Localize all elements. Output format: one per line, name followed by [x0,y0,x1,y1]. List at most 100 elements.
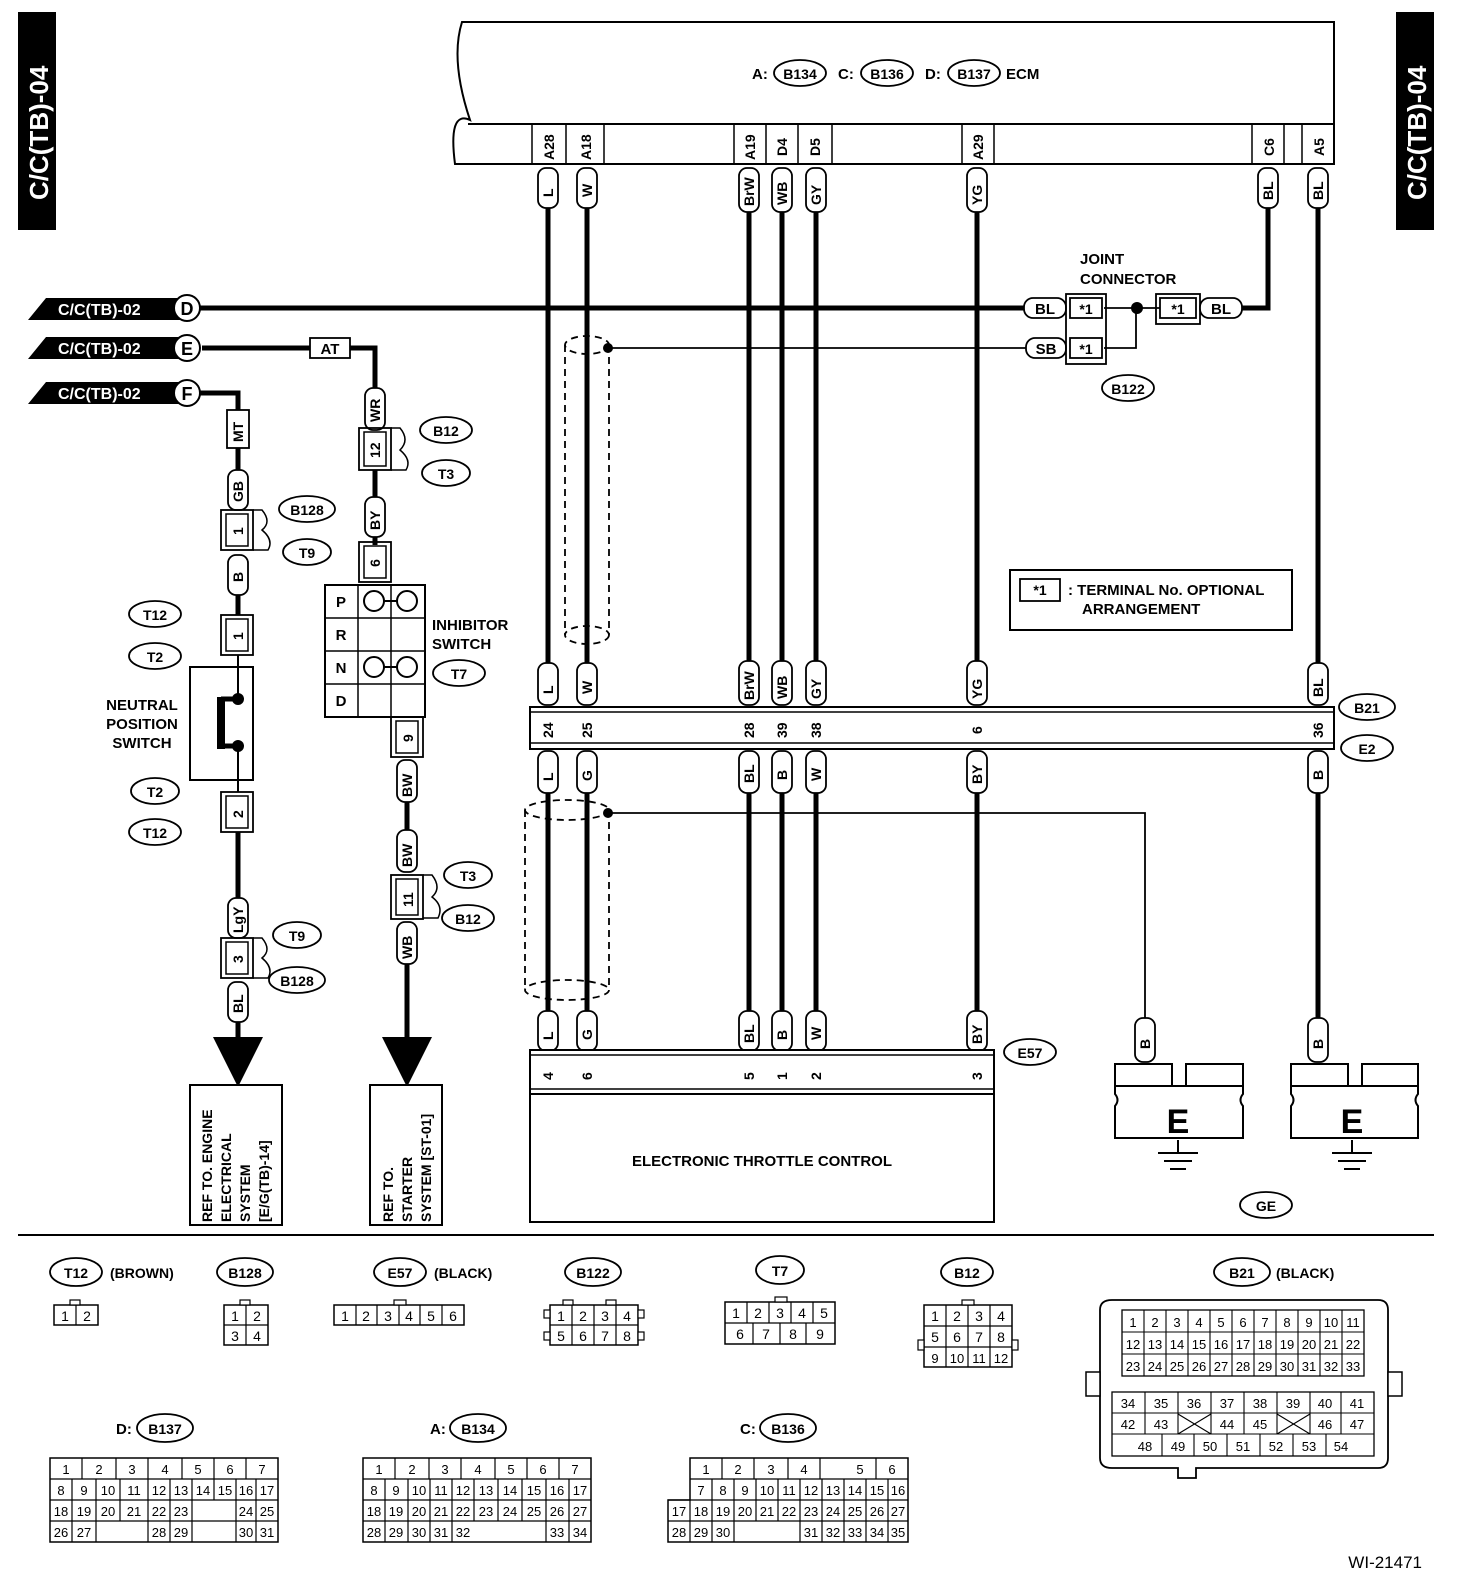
b21-pin: 6 [969,726,985,734]
b21-conn-id: B21 [1229,1265,1255,1281]
svg-text:17: 17 [573,1483,587,1498]
t9-callout-2: T9 [289,928,306,944]
svg-text:2: 2 [408,1462,415,1477]
svg-text:23: 23 [479,1504,493,1519]
etc-pin: 1 [774,1072,790,1080]
ecm-pin-label: D4 [774,138,790,156]
svg-text:12: 12 [804,1483,818,1498]
legend-star: *1 [1033,582,1046,598]
svg-text:15: 15 [870,1483,884,1498]
b128-callout-2: B128 [280,973,314,989]
ecm-conn-d: D: [925,66,941,83]
at-branch: AT WR 12 B12 T3 BY 6 [309,337,473,583]
svg-text:10: 10 [412,1483,426,1498]
svg-text:8: 8 [370,1483,377,1498]
b21-pin: 36 [1310,722,1326,738]
wire-color: L [540,685,556,694]
svg-text:47: 47 [1350,1417,1364,1432]
wire-color: BY [969,764,985,784]
etc-wire-color: BY [969,1024,985,1044]
svg-text:6: 6 [953,1329,961,1345]
svg-text:12: 12 [456,1483,470,1498]
svg-text:44: 44 [1220,1417,1234,1432]
ref-f[interactable]: C/C(TB)-02 F [28,379,201,407]
svg-text:3: 3 [975,1308,983,1324]
svg-text:3: 3 [776,1305,784,1321]
ref-engine-line-4: [E/G(TB)-14] [256,1140,272,1222]
svg-text:12: 12 [1126,1337,1140,1352]
ecm-conn-c: C: [838,66,854,83]
svg-text:13: 13 [1148,1337,1162,1352]
svg-text:33: 33 [848,1525,862,1540]
ref-starter-box[interactable]: REF TO. STARTER SYSTEM [ST-01] [369,1084,443,1226]
svg-text:41: 41 [1350,1396,1364,1411]
svg-text:43: 43 [1154,1417,1168,1432]
svg-text:2: 2 [953,1308,961,1324]
svg-text:28: 28 [1236,1359,1250,1374]
wire-color: W [579,183,595,197]
wire-color: BL [1260,181,1276,200]
ecm-pin-label: A19 [742,134,758,160]
ecm-conn-d-id: B137 [957,66,991,82]
wires [200,205,1321,1087]
svg-text:16: 16 [1214,1337,1228,1352]
legend-line-1: : TERMINAL No. OPTIONAL [1068,582,1264,599]
ref-e[interactable]: C/C(TB)-02 E [28,334,201,362]
svg-text:5: 5 [507,1462,514,1477]
wire-color: BrW [741,670,757,700]
svg-text:25: 25 [848,1504,862,1519]
etc-pin: 4 [540,1072,556,1080]
ref-engine-box[interactable]: REF TO. ENGINE ELECTRICAL SYSTEM [E/G(TB… [189,1084,283,1226]
svg-text:18: 18 [1258,1337,1272,1352]
svg-text:5: 5 [856,1462,863,1477]
neutral-line-1: NEUTRAL [106,697,178,714]
svg-text:38: 38 [1253,1396,1267,1411]
svg-text:8: 8 [719,1483,726,1498]
svg-text:25: 25 [1170,1359,1184,1374]
svg-text:1: 1 [61,1308,69,1324]
ref-d-text: C/C(TB)-02 [58,302,141,319]
svg-text:21: 21 [1324,1337,1338,1352]
terminal-legend: *1 : TERMINAL No. OPTIONAL ARRANGEMENT [1009,569,1293,631]
wire-color: YG [969,679,985,699]
ref-d[interactable]: C/C(TB)-02 D [28,294,201,322]
e2-lower-pills: L G BL B W BY B [537,750,1329,794]
svg-text:7: 7 [601,1328,609,1344]
inhibitor-switch: P R N D INHIBITOR SWITCH T7 [324,584,509,718]
svg-text:29: 29 [174,1525,188,1540]
svg-text:16: 16 [550,1483,564,1498]
svg-text:50: 50 [1203,1439,1217,1454]
svg-text:1: 1 [732,1305,740,1321]
neutral-line-3: SWITCH [112,735,171,752]
svg-text:1: 1 [931,1308,939,1324]
ref-starter-line-1: REF TO. [380,1167,396,1222]
svg-text:11: 11 [1346,1315,1360,1330]
svg-text:46: 46 [1318,1417,1332,1432]
svg-text:21: 21 [434,1504,448,1519]
at-label: AT [321,341,340,358]
inhibitor-row-p: P [336,594,346,611]
svg-text:2: 2 [1151,1315,1158,1330]
svg-text:9: 9 [1305,1315,1312,1330]
svg-text:8: 8 [57,1483,64,1498]
svg-text:22: 22 [782,1504,796,1519]
left-side-tab: C/C(TB)-04 [18,12,56,230]
svg-text:19: 19 [716,1504,730,1519]
svg-text:10: 10 [1324,1315,1338,1330]
svg-text:10: 10 [101,1483,115,1498]
wire-color: W [579,680,595,694]
inhibitor-row-d: D [336,693,347,710]
b21-upper-pills: L W BrW WB GY YG BL [537,660,1329,706]
svg-text:6: 6 [539,1462,546,1477]
ref-e-text: C/C(TB)-02 [58,341,141,358]
t7-conn-id: T7 [772,1263,789,1279]
svg-text:30: 30 [239,1525,253,1540]
t3-callout-2: T3 [460,868,477,884]
b21-e2-connector-row: 24 25 28 39 38 6 36 B21 E2 [529,693,1396,762]
svg-text:31: 31 [434,1525,448,1540]
svg-text:5: 5 [820,1305,828,1321]
mt-label: MT [230,421,246,442]
svg-text:31: 31 [260,1525,274,1540]
left-tab-label: C/C(TB)-04 [24,65,54,200]
svg-text:26: 26 [550,1504,564,1519]
